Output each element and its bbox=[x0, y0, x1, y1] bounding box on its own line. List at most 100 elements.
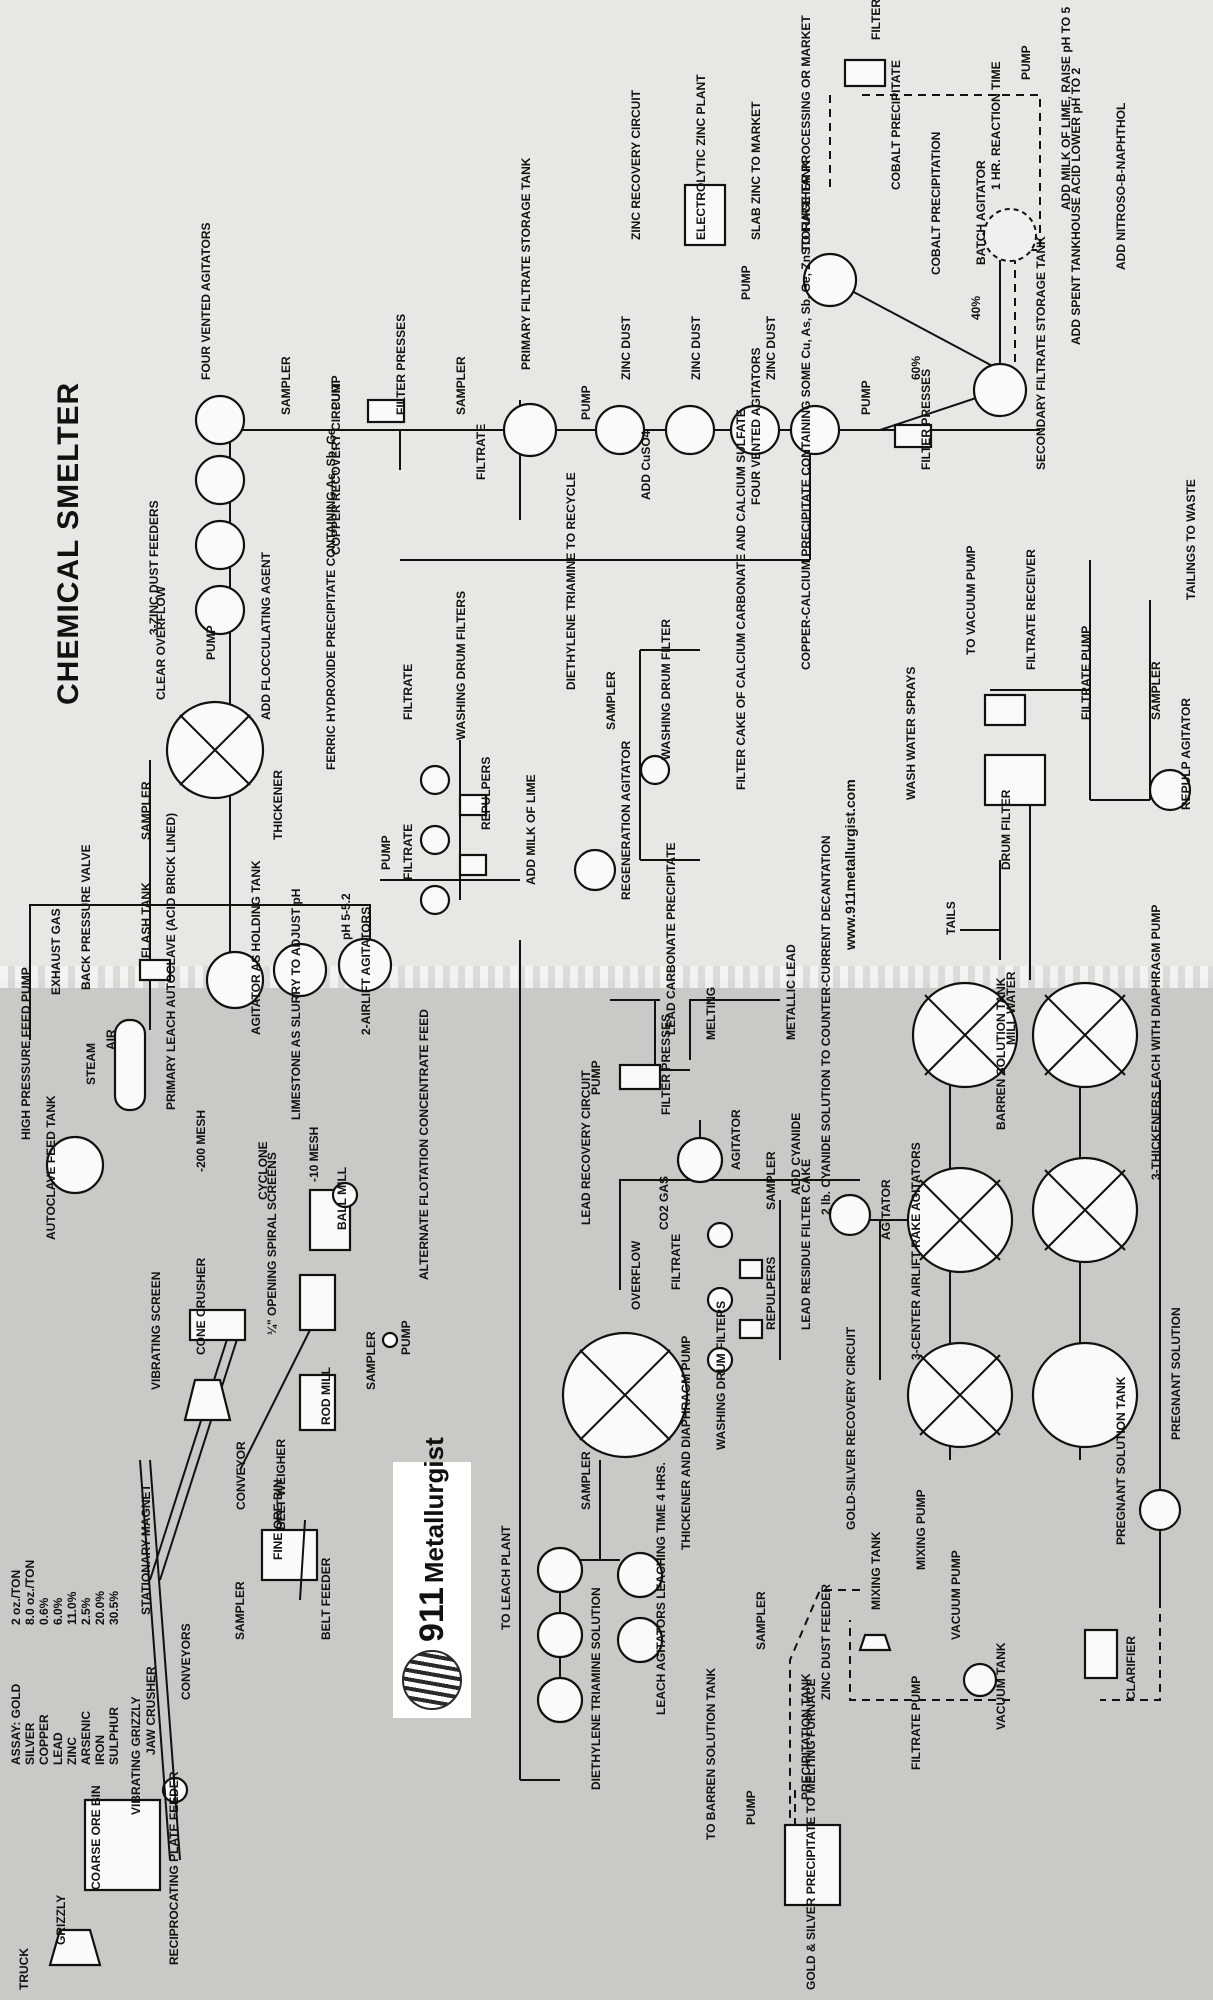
label-to-leach-plant: TO LEACH PLANT bbox=[499, 1525, 513, 1630]
label-cone-crusher: CONE CRUSHER bbox=[194, 1257, 208, 1355]
label-zinc-dust-1: ZINC DUST bbox=[619, 315, 633, 380]
assay-row-value: 30.5% bbox=[107, 1591, 121, 1625]
assay-row-element: IRON bbox=[93, 1735, 107, 1765]
label-two-airlift-agitators: 2-AIRLIFT AGITATORS bbox=[359, 907, 373, 1035]
repulper-2-shape bbox=[458, 793, 488, 817]
label-cyanide-solution: 2 lb. CYANIDE SOLUTION TO COUNTER-CURREN… bbox=[819, 835, 833, 1215]
label-primary-filtrate-storage: PRIMARY FILTRATE STORAGE TANK bbox=[519, 157, 533, 370]
rod-mill-shape bbox=[298, 1373, 337, 1432]
label-electrolytic-zinc-plant: ELECTROLYTIC ZINC PLANT bbox=[694, 74, 708, 240]
label-barren-solution-tank: BARREN SOLUTION TANK bbox=[994, 977, 1008, 1130]
label-filter-presses-mid: FILTER PRESSES bbox=[919, 369, 933, 470]
label-filtrate-pump-lower: FILTRATE PUMP bbox=[909, 1676, 923, 1770]
filter-press-lead-shape bbox=[618, 1063, 662, 1091]
airlift-agitator-1-shape bbox=[272, 942, 328, 998]
label-grizzly: GRIZZLY bbox=[54, 1895, 68, 1945]
assay-row-value: 6.0% bbox=[51, 1597, 65, 1625]
fine-ore-bin-shape bbox=[260, 1528, 319, 1582]
label-lead-residue: LEAD RESIDUE FILTER CAKE bbox=[799, 1159, 813, 1330]
label-sampler-copper: SAMPLER bbox=[279, 356, 293, 415]
label-pregnant-solution-tank: PREGNANT SOLUTION TANK bbox=[1114, 1376, 1128, 1545]
assay-row-element: SULPHUR bbox=[107, 1707, 121, 1765]
rake-agitator-3-shape bbox=[1031, 1341, 1139, 1449]
label-thickener-diaphragm: THICKENER AND DIAPHRAGM PUMP bbox=[679, 1336, 693, 1550]
flow-lines bbox=[29, 94, 1161, 1880]
label-lead-carbonate: LEAD CARBONATE PRECIPITATE bbox=[664, 842, 678, 1035]
label-agitator-lead: AGITATOR bbox=[729, 1109, 743, 1170]
vacuum-tank-shape bbox=[962, 1662, 998, 1698]
label-zinc-recovery-circuit: ZINC RECOVERY CIRCUIT bbox=[629, 89, 643, 240]
label-add-milk-of-lime: ADD MILK OF LIME bbox=[524, 774, 538, 885]
label-sampler-leach: SAMPLER bbox=[579, 1451, 593, 1510]
label-filtrate-copper: FILTRATE bbox=[474, 424, 488, 480]
label-cyclone: CYCLONE bbox=[256, 1141, 270, 1200]
label-sampler-filtrate: SAMPLER bbox=[454, 356, 468, 415]
label-pregnant-solution: PREGNANT SOLUTION bbox=[1169, 1307, 1183, 1440]
label-limestone-slurry: LIMESTONE AS SLURRY TO ADJUST pH bbox=[289, 889, 303, 1120]
label-leach-agitators: LEACH AGITATORS LEACHING TIME 4 HRS. bbox=[654, 1462, 668, 1715]
assay-row-element: ARSENIC bbox=[79, 1711, 93, 1765]
label-drum-filter: DRUM FILTER bbox=[999, 789, 1013, 870]
copper-circuit-section bbox=[366, 58, 1037, 458]
cyclone-shape bbox=[331, 1181, 359, 1209]
assay-row-value: 0.6% bbox=[37, 1597, 51, 1625]
label-sampler-regeneration: SAMPLER bbox=[604, 671, 618, 730]
repulper-lower-2-shape bbox=[738, 1258, 764, 1280]
label-diethylene-triamine-recycle: DIETHYLENE TRIAMINE TO RECYCLE bbox=[564, 472, 578, 690]
label-zinc-dust-3: ZINC DUST bbox=[764, 315, 778, 380]
leach-agitator-2-shape bbox=[536, 1611, 584, 1659]
label-vacuum-tank: VACUUM TANK bbox=[994, 1642, 1008, 1730]
label-three-center-airlift: 3-CENTER AIRLIFT RAKE AGITATORS bbox=[909, 1142, 923, 1360]
label-filtrate-pump: FILTRATE PUMP bbox=[1079, 626, 1093, 720]
label-rod-mill: ROD MILL bbox=[319, 1367, 333, 1425]
label-add-cyanide: ADD CYANIDE bbox=[789, 1113, 803, 1195]
label-vacuum-pump: VACUUM PUMP bbox=[949, 1550, 963, 1640]
diagram-title: CHEMICAL SMELTER bbox=[52, 382, 85, 705]
zinc-agitator-4-shape bbox=[194, 394, 246, 446]
label-ferric-hydroxide: FERRIC HYDROXIDE PRECIPITATE CONTAINING … bbox=[324, 428, 338, 770]
assay-row-value: 8.0 oz./TON bbox=[23, 1560, 37, 1625]
coarse-ore-bin-shape bbox=[83, 1798, 162, 1892]
label-four-vented-agitators-mid: FOUR VENTED AGITATORS bbox=[749, 347, 763, 505]
label-mixing-pump: MIXING PUMP bbox=[914, 1489, 928, 1570]
primary-filtrate-tank-shape bbox=[502, 402, 558, 458]
assay-row-element: SILVER bbox=[23, 1722, 37, 1765]
washing-drum-3-shape bbox=[419, 764, 451, 796]
label-lead-recovery-circuit: LEAD RECOVERY CIRCUIT bbox=[579, 1070, 593, 1225]
assay-header: ASSAY: GOLD bbox=[9, 1683, 23, 1765]
label-melting: MELTING bbox=[704, 987, 718, 1040]
regeneration-agitator-shape bbox=[573, 848, 617, 892]
label-agitator-cyanide: AGITATOR bbox=[879, 1179, 893, 1240]
label-repulpers-lower: REPULPERS bbox=[764, 1257, 778, 1330]
label-filter-presses-lead: FILTER PRESSES bbox=[659, 1014, 673, 1115]
label-high-pressure-feed-pump: HIGH PRESSURE FEED PUMP bbox=[19, 967, 33, 1140]
label-zinc-dust-feeder: ZINC DUST FEEDER bbox=[819, 1584, 833, 1700]
label-flash-tank: FLASH TANK bbox=[139, 882, 153, 958]
label-cobalt-precipitate: COBALT PRECIPITATE bbox=[889, 60, 903, 190]
label-add-cuso4: ADD CuSO4 bbox=[639, 430, 653, 500]
assay-row-value: 2.5% bbox=[79, 1597, 93, 1625]
label-add-spent-tankhouse: ADD SPENT TANKHOUSE ACID LOWER pH TO 2 bbox=[1069, 68, 1083, 345]
label-repulpers-top: REPULPERS bbox=[479, 757, 493, 830]
label-reciprocating-plate-feeder: RECIPROCATING PLATE FEEDER bbox=[167, 1771, 181, 1965]
label-repulp-agitator: REPULP AGITATOR bbox=[1179, 698, 1193, 810]
label-truck: TRUCK bbox=[17, 1948, 31, 1990]
label-zinc-dust-2: ZINC DUST bbox=[689, 315, 703, 380]
label-alternate-flotation: ALTERNATE FLOTATION CONCENTRATE FEED bbox=[417, 1009, 431, 1280]
label-add-flocculating-agent: ADD FLOCCULATING AGENT bbox=[259, 551, 273, 720]
mixing-tank-shape bbox=[858, 1633, 892, 1652]
label-filter-cake-calcium: FILTER CAKE OF CALCIUM CARBONATE AND CAL… bbox=[734, 409, 748, 790]
label-pump-barren: PUMP bbox=[744, 1790, 758, 1825]
airlift-agitator-2-shape bbox=[337, 937, 393, 993]
lead-circuit-section bbox=[536, 1063, 764, 1724]
vented-agitator-1-shape bbox=[594, 404, 646, 456]
label-minus-10-mesh: -10 MESH bbox=[307, 1127, 321, 1182]
pump-shape bbox=[381, 1331, 399, 1349]
assay-row-element: LEAD bbox=[51, 1732, 65, 1765]
website-url: www.911metallurgist.com bbox=[842, 779, 858, 951]
label-three-thickeners: 3-THICKENERS EACH WITH DIAPHRAGM PUMP bbox=[1149, 905, 1163, 1180]
label-pump-overflow: PUMP bbox=[204, 625, 218, 660]
label-conveyor: CONVEYOR bbox=[234, 1441, 248, 1510]
label-cobalt-precipitation: COBALT PRECIPITATION bbox=[929, 132, 943, 275]
globe-icon bbox=[402, 1650, 462, 1710]
